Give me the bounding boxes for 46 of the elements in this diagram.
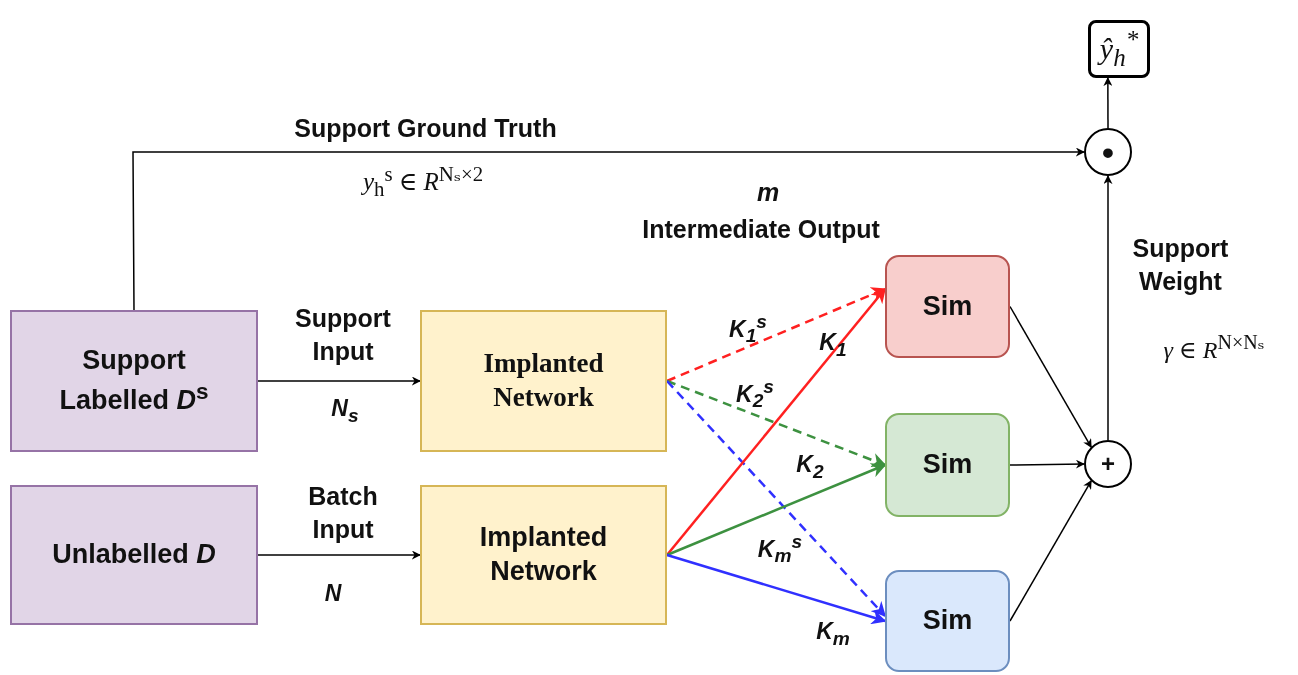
arrow: [666, 463, 887, 557]
network-box: [420, 485, 667, 625]
edge-label: K$_{2}$: [795, 450, 825, 484]
similarity-box: [885, 570, 1010, 672]
arrow: [257, 550, 421, 560]
edge-label: K$_{1}$: [818, 328, 848, 362]
data-box: [10, 485, 258, 625]
arrow: [132, 147, 1085, 311]
formula-label: γ ∈ R$^{N×Nₛ}$: [1162, 330, 1266, 364]
dashed-arrow: [666, 380, 886, 617]
arrow: [1009, 459, 1085, 469]
product-circle: [1084, 128, 1132, 176]
operator-symbol: +: [1101, 452, 1115, 476]
data-box: [10, 310, 258, 452]
operator-symbol: •: [1102, 135, 1114, 169]
arrow: [666, 553, 887, 625]
node-label: Unlabelled D: [52, 538, 216, 572]
size-label: N$_{s}$: [330, 395, 360, 427]
arrow: [1009, 480, 1092, 622]
edge-label: K$_{m}$: [815, 617, 851, 651]
node-label: Sim: [922, 289, 973, 323]
group-label: Intermediate Output: [641, 215, 881, 244]
edge-label: Support Weight: [1131, 233, 1230, 297]
arrow: [1009, 305, 1092, 448]
node-label: Implanted Network: [482, 347, 605, 414]
edge-label: Support Ground Truth: [293, 113, 558, 144]
similarity-box: [885, 255, 1010, 358]
sum-circle: [1084, 440, 1132, 488]
arrow: [666, 287, 886, 556]
formula-label: y$_{h}$$^{s}$ ∈ R$^{Nₛ×2}$: [360, 162, 485, 203]
similarity-box: [885, 413, 1010, 517]
dashed-arrow: [666, 287, 887, 383]
arrow: [257, 376, 421, 386]
network-box: [420, 310, 667, 452]
edge-label: Batch Input: [307, 481, 379, 545]
node-label: Support Labelled D$^{s}$: [58, 344, 210, 417]
node-label: Sim: [922, 604, 973, 638]
size-label: N: [323, 580, 343, 607]
node-label: Sim: [922, 448, 973, 482]
dashed-arrow: [666, 379, 887, 468]
edge-label: Support Input: [294, 303, 392, 367]
count-label: m: [755, 178, 781, 207]
node-label: Implanted Network: [478, 521, 609, 588]
arrow: [1103, 175, 1113, 441]
output-box: [1088, 20, 1150, 78]
arrow: [1103, 77, 1113, 129]
